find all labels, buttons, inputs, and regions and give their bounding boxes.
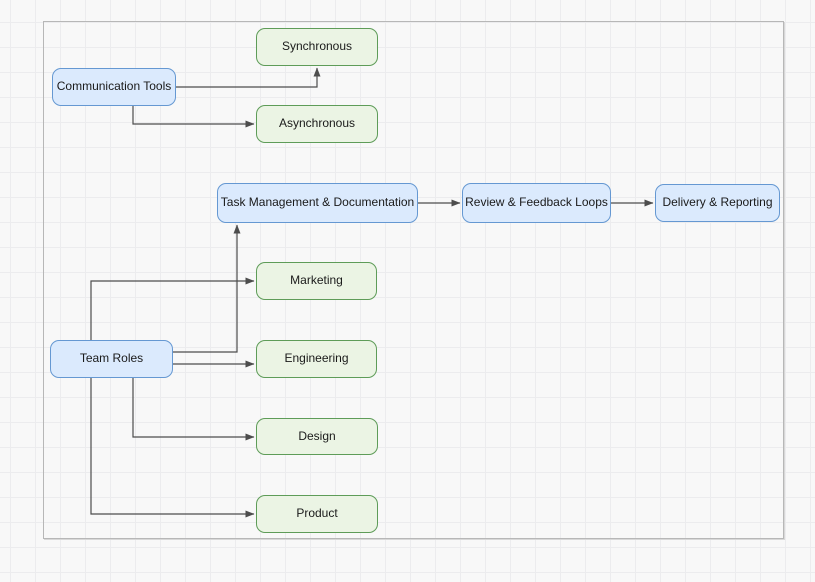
edge-team-roles-to-marketing[interactable] — [90, 277, 255, 340]
edge-team-roles-to-product[interactable] — [90, 378, 255, 518]
node-label-asynchronous: Asynchronous — [278, 116, 356, 131]
node-label-team-roles: Team Roles — [79, 351, 144, 366]
node-engineering[interactable]: Engineering — [256, 340, 377, 378]
node-label-review-feedback: Review & Feedback Loops — [465, 195, 608, 210]
node-communication-tools[interactable]: Communication Tools — [52, 68, 176, 106]
node-synchronous[interactable]: Synchronous — [256, 28, 378, 66]
edge-communication-tools-to-synchronous[interactable] — [176, 67, 321, 88]
node-product[interactable]: Product — [256, 495, 378, 533]
node-label-design: Design — [298, 428, 336, 443]
node-label-communication-tools: Communication Tools — [56, 79, 172, 94]
node-label-synchronous: Synchronous — [281, 39, 353, 54]
node-marketing[interactable]: Marketing — [256, 262, 377, 300]
node-delivery-reporting[interactable]: Delivery & Reporting — [655, 184, 780, 222]
node-asynchronous[interactable]: Asynchronous — [256, 105, 378, 143]
node-design[interactable]: Design — [256, 418, 378, 455]
node-label-product: Product — [296, 506, 338, 521]
edge-communication-tools-to-asynchronous[interactable] — [132, 106, 255, 128]
edge-team-roles-to-task-management[interactable] — [173, 224, 241, 353]
node-review-feedback[interactable]: Review & Feedback Loops — [462, 183, 611, 223]
node-label-engineering: Engineering — [284, 351, 349, 366]
edge-team-roles-to-design[interactable] — [132, 378, 255, 441]
node-label-marketing: Marketing — [290, 273, 343, 288]
node-task-management[interactable]: Task Management & Documentation — [217, 183, 418, 223]
node-label-task-management: Task Management & Documentation — [220, 195, 415, 210]
node-label-delivery-reporting: Delivery & Reporting — [662, 195, 773, 210]
node-team-roles[interactable]: Team Roles — [50, 340, 173, 378]
diagram-page — [43, 21, 784, 539]
